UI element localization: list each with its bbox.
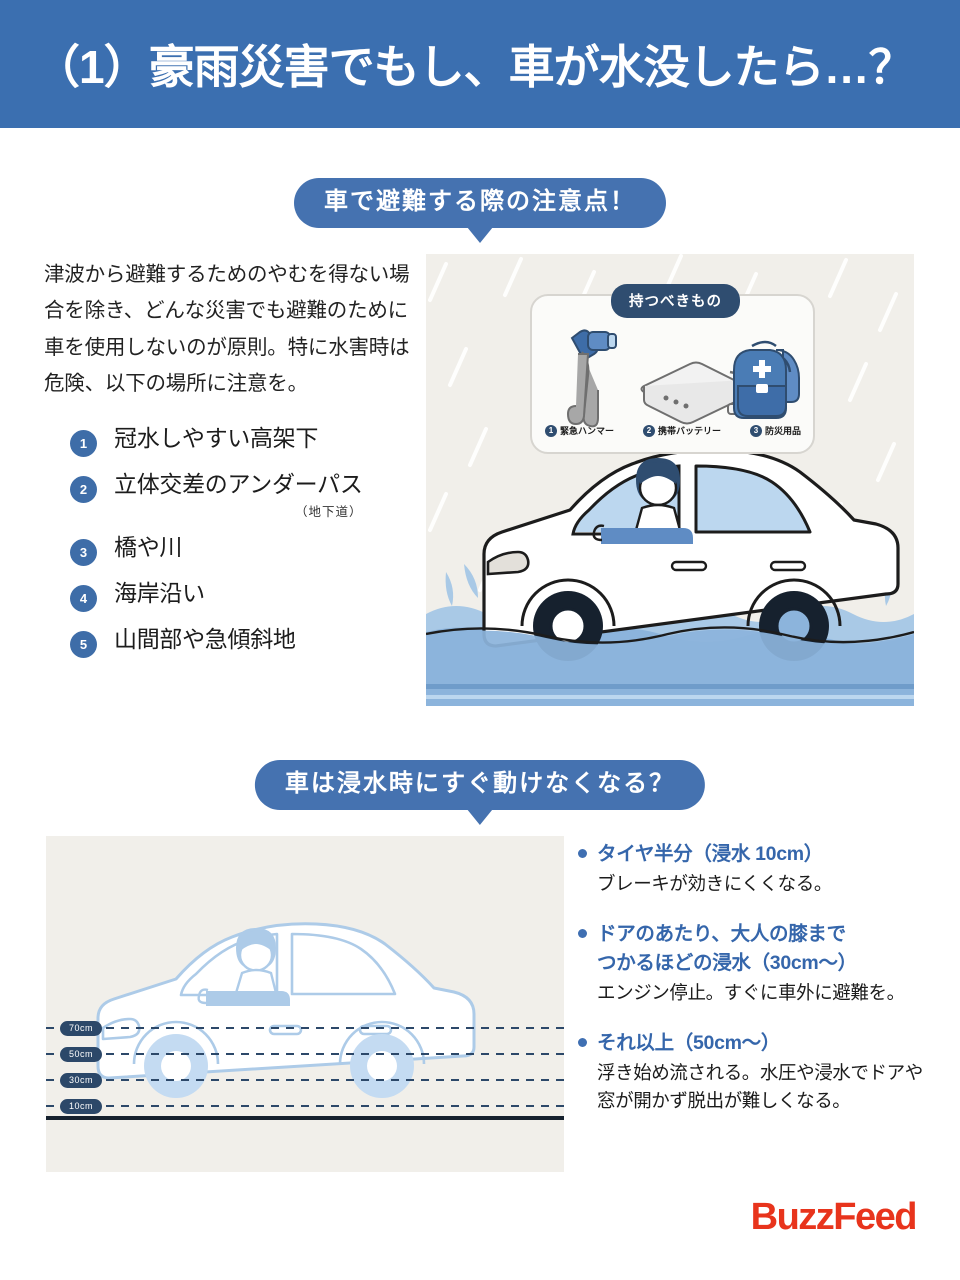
badge-pointer-icon xyxy=(467,809,493,826)
supplies-item-label: 携帯バッテリー xyxy=(657,426,721,436)
car-wheel-outline xyxy=(144,1034,414,1098)
supplies-item-number: 3 xyxy=(749,424,762,437)
bullet-item: タイヤ半分（浸水 10cm） ブレーキが効きにくくなる。 xyxy=(578,840,940,898)
water-level-car-diagram: 70cm 50cm 30cm 10cm xyxy=(46,836,564,1172)
list-item-label: 山間部や急傾斜地 xyxy=(114,625,296,652)
list-number-badge: 3 xyxy=(70,538,97,566)
buzzfeed-logo: BuzzFeed xyxy=(750,1196,918,1238)
list-item-label: 海岸沿い xyxy=(114,579,205,606)
list-item-sublabel: （地下道） xyxy=(295,504,363,519)
section2-badge-label: 車は浸水時にすぐ動けなくなる？ xyxy=(254,760,706,811)
level-label-30cm: 30cm xyxy=(60,1073,103,1088)
supplies-label-row: 1 緊急ハンマー 2 携帯バッテリー 3 防災用品 xyxy=(545,424,801,437)
level-label-70cm: 70cm xyxy=(60,1021,103,1036)
list-number-badge: 5 xyxy=(70,630,97,658)
list-item: 3 橋や川 xyxy=(70,533,430,566)
bullet-item: それ以上（50cm〜） 浮き始め流される。水圧や浸水でドアや窓が開かず脱出が難し… xyxy=(578,1029,940,1115)
backpack-icon xyxy=(733,340,800,419)
supplies-item: 1 緊急ハンマー xyxy=(545,424,614,437)
flood-depth-bullet-list: タイヤ半分（浸水 10cm） ブレーキが効きにくくなる。 ドアのあたり、大人の膝… xyxy=(578,840,940,1138)
list-number-badge: 2 xyxy=(70,476,97,503)
bullet-body: ブレーキが効きにくくなる。 xyxy=(597,873,832,895)
bullet-dot-icon xyxy=(578,849,587,858)
list-number-badge: 1 xyxy=(70,430,97,457)
list-number-badge: 4 xyxy=(70,584,97,612)
supplies-card-title: 持つべきもの xyxy=(611,284,740,318)
battery-icon xyxy=(640,361,750,425)
hammer-icon xyxy=(566,329,617,428)
bullet-body: エンジン停止。すぐに車外に避難を。 xyxy=(597,981,905,1003)
supplies-item-label: 防災用品 xyxy=(764,426,801,436)
level-label-10cm: 10cm xyxy=(60,1099,103,1114)
danger-places-list: 1 冠水しやすい高架下 2 立体交差のアンダーパス （地下道） 3 橋や川 4 … xyxy=(70,424,430,671)
list-item: 4 海岸沿い xyxy=(70,579,430,612)
badge-pointer-icon xyxy=(467,227,493,244)
supplies-card xyxy=(530,294,815,454)
list-item: 1 冠水しやすい高架下 xyxy=(70,424,430,457)
supplies-item: 2 携帯バッテリー xyxy=(642,424,721,437)
supplies-icons xyxy=(566,329,800,428)
bullet-dot-icon xyxy=(578,929,587,939)
level-label-50cm: 50cm xyxy=(60,1047,103,1062)
supplies-item-number: 1 xyxy=(545,424,557,437)
bullet-dot-icon xyxy=(578,1038,587,1048)
section1-badge: 車で避難する際の注意点！ xyxy=(294,178,666,244)
list-item-label: 冠水しやすい高架下 xyxy=(114,425,319,451)
driver-outline xyxy=(197,928,290,1006)
bullet-heading: タイヤ半分（浸水 10cm） xyxy=(597,843,824,865)
supplies-item-number: 2 xyxy=(642,424,655,437)
list-item: 5 山間部や急傾斜地 xyxy=(70,625,430,658)
flood-scene-svg xyxy=(426,254,914,706)
bullet-item: ドアのあたり、大人の膝まで つかるほどの浸水（30cm〜） エンジン停止。すぐに… xyxy=(578,920,940,1007)
section1-intro-text: 津波から避難するためのやむを得ない場合を除き、どんな災害でも避難のために車を使用… xyxy=(44,263,410,396)
section1-badge-label: 車で避難する際の注意点！ xyxy=(294,178,666,229)
supplies-item-label: 緊急ハンマー xyxy=(560,426,615,436)
bullet-heading: それ以上（50cm〜） xyxy=(597,1032,781,1055)
driver-figure xyxy=(592,458,693,544)
list-item-label: 立体交差のアンダーパス xyxy=(114,471,363,497)
page-title: （1）豪雨災害でもし、車が水没したら…？ xyxy=(34,41,915,93)
list-item-label: 橋や川 xyxy=(114,533,183,560)
list-item: 2 立体交差のアンダーパス （地下道） xyxy=(70,470,430,520)
bullet-body: 浮き始め流される。水圧や浸水でドアや窓が開かず脱出が難しくなる。 xyxy=(597,1062,923,1112)
bullet-heading: ドアのあたり、大人の膝まで つかるほどの浸水（30cm〜） xyxy=(597,923,857,974)
water-level-svg xyxy=(46,922,564,1120)
ground-line xyxy=(46,1116,564,1120)
section2-badge: 車は浸水時にすぐ動けなくなる？ xyxy=(254,760,706,826)
water-level-line xyxy=(46,1027,564,1107)
header-banner: （1）豪雨災害でもし、車が水没したら…？ xyxy=(0,0,960,128)
supplies-item: 3 防災用品 xyxy=(749,424,801,437)
